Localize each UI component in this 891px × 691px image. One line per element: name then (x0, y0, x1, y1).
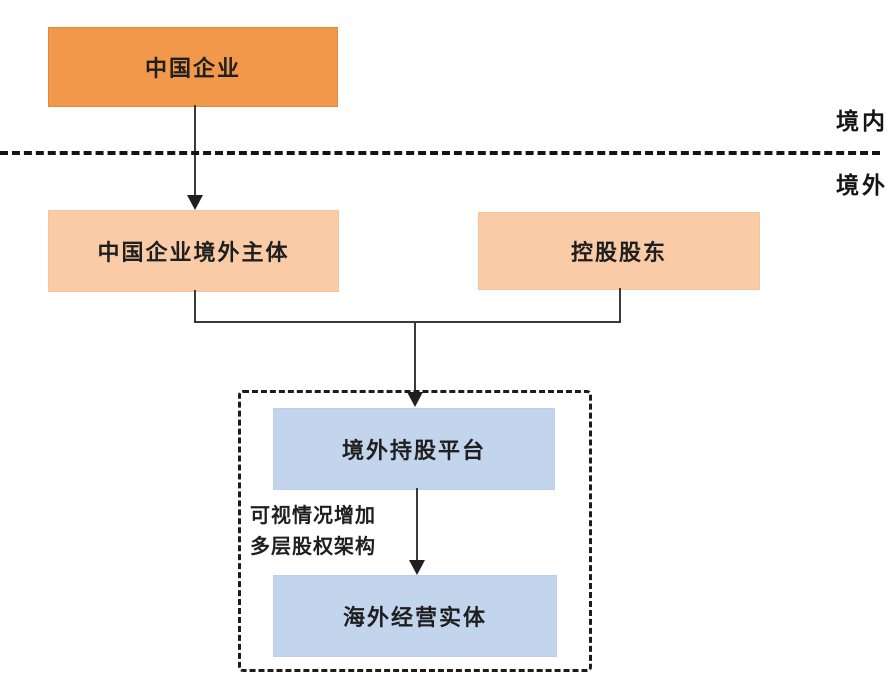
connector-line (619, 288, 621, 323)
node-china-company-label: 中国企业 (144, 56, 241, 81)
connector-line (416, 488, 418, 563)
region-label-overseas: 境外 (836, 172, 888, 198)
node-overseas-operating-entity: 海外经营实体 (273, 575, 557, 657)
offshore-group-container (238, 390, 592, 672)
multi-layer-note-line1: 可视情况增加 (250, 505, 376, 527)
node-china-company: 中国企业 (48, 27, 338, 107)
node-china-overseas-entity: 中国企业境外主体 (48, 210, 339, 292)
node-overseas-holding-platform: 境外持股平台 (273, 408, 555, 490)
connector-line (414, 323, 416, 395)
multi-layer-note-line2: 多层股权架构 (250, 536, 376, 558)
multi-layer-note: 可视情况增加 多层股权架构 (250, 501, 376, 563)
node-china-overseas-entity-label: 中国企业境外主体 (97, 240, 290, 265)
connector-line (194, 290, 196, 323)
node-overseas-holding-platform-label: 境外持股平台 (341, 438, 486, 463)
region-label-domestic: 境内 (836, 108, 888, 134)
node-overseas-operating-entity-label: 海外经营实体 (342, 605, 487, 630)
connector-line (194, 321, 621, 323)
domestic-overseas-divider (0, 151, 880, 155)
arrowhead-down-icon (187, 195, 203, 210)
arrowhead-down-icon (409, 560, 425, 575)
node-controlling-shareholder: 控股股东 (478, 212, 760, 290)
node-controlling-shareholder-label: 控股股东 (570, 240, 667, 265)
arrowhead-down-icon (407, 392, 423, 407)
